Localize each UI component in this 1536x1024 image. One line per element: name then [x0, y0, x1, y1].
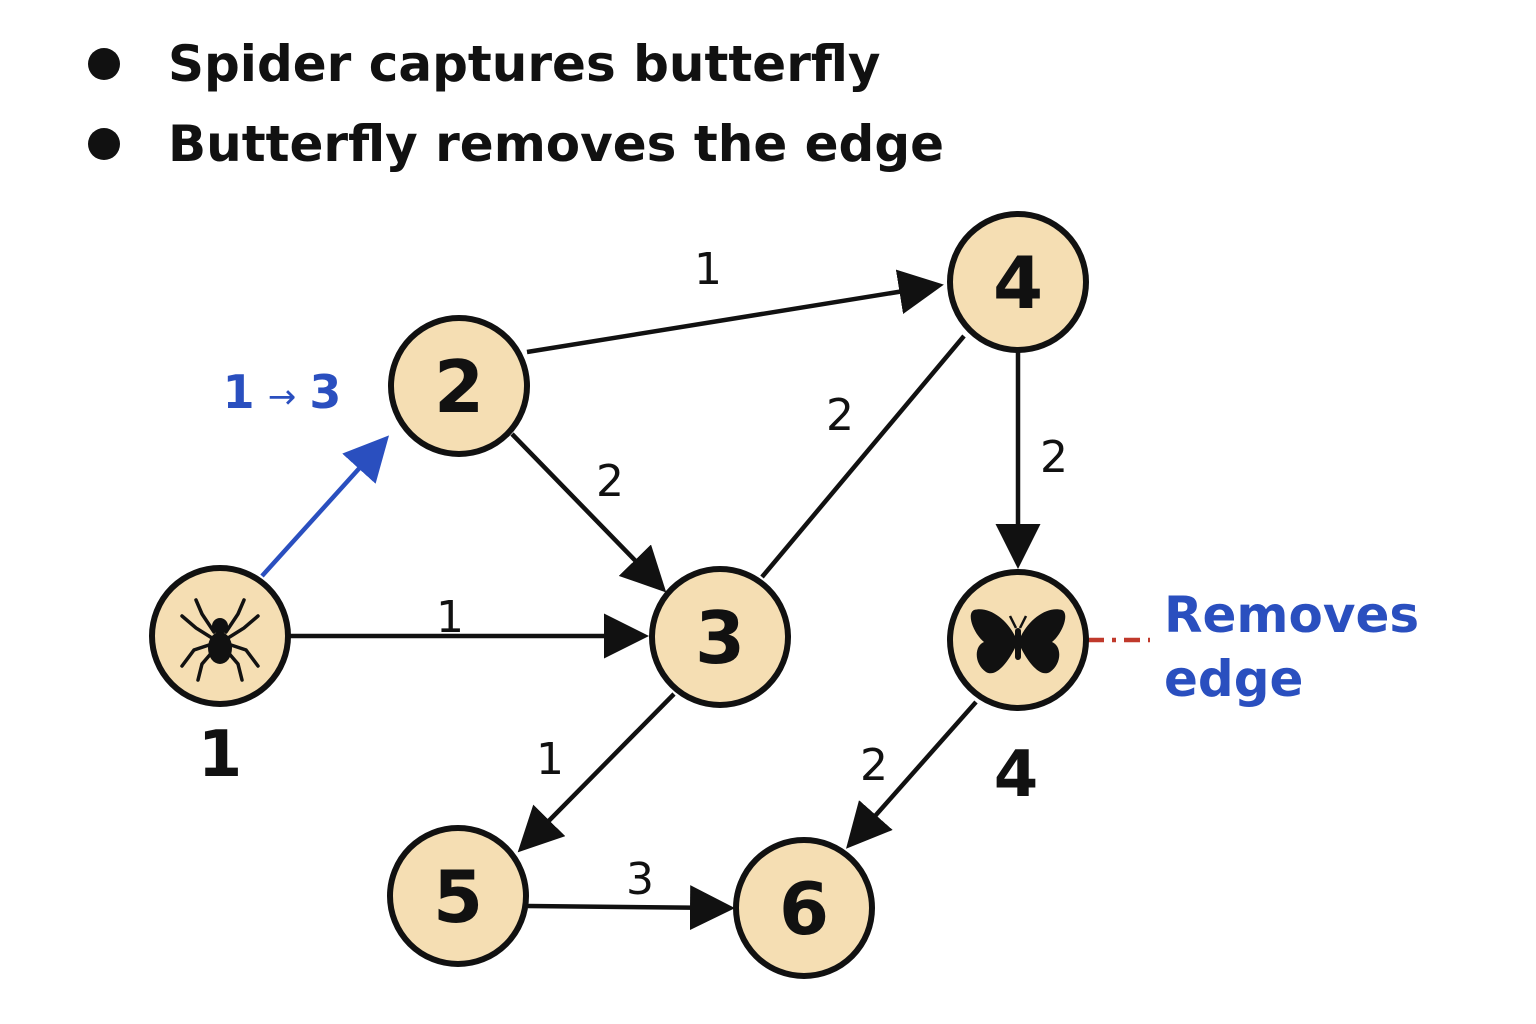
move-to: 3 [309, 365, 341, 419]
spider-move-annotation: 1 → 3 [223, 365, 342, 419]
graph-node-3: 3 [649, 566, 791, 708]
spider-node-number: 1 [198, 718, 243, 792]
graph-node-6: 6 [733, 837, 875, 979]
move-from: 1 [223, 365, 255, 419]
edge-3-4 [760, 334, 966, 579]
graph-node-5: 5 [387, 825, 529, 967]
graph-node-butterfly [947, 569, 1089, 711]
node-label: 5 [433, 855, 483, 939]
edge-weight-2-3: 2 [596, 456, 624, 507]
bullet-text: Spider captures butterfly [168, 35, 881, 93]
butterfly-icon [970, 609, 1066, 674]
bullet-list: Spider captures butterfly Butterfly remo… [88, 28, 944, 188]
graph-node-4: 4 [947, 211, 1089, 353]
edge-weight-butterfly-6: 2 [860, 740, 888, 791]
edge-weight-2-4: 1 [694, 244, 722, 295]
node-label: 3 [695, 596, 745, 680]
bullet-dot-icon [88, 128, 120, 160]
graph-node-2: 2 [388, 315, 530, 457]
edge-weight-4-butterfly: 2 [1040, 432, 1068, 483]
node-label: 4 [993, 241, 1043, 325]
edge-weight-3-5: 1 [536, 734, 564, 785]
edge-2-3 [510, 432, 667, 593]
removes-edge-line2: edge [1164, 650, 1303, 708]
bullet-item: Spider captures butterfly [88, 28, 944, 108]
edge-weight-5-6: 3 [626, 854, 654, 905]
node-label: 2 [434, 345, 484, 429]
graph-node-spider [149, 565, 291, 707]
edge-5-6 [527, 885, 735, 931]
edge-butterfly-6 [846, 700, 978, 849]
edge-spider-2 [260, 435, 390, 578]
spider-icon [180, 598, 260, 682]
bullet-text: Butterfly removes the edge [168, 115, 945, 173]
move-arrow-icon: → [268, 377, 297, 417]
edge-weight-3-4: 2 [826, 390, 854, 441]
butterfly-node-number: 4 [994, 738, 1039, 812]
node-label: 6 [779, 867, 829, 951]
bullet-item: Butterfly removes the edge [88, 108, 944, 188]
bullet-dot-icon [88, 48, 120, 80]
edge-2-4 [526, 269, 944, 355]
edge-3-5 [517, 692, 676, 853]
removes-edge-line1: Removes [1164, 586, 1419, 644]
edge-weight-spider-3: 1 [436, 592, 464, 643]
